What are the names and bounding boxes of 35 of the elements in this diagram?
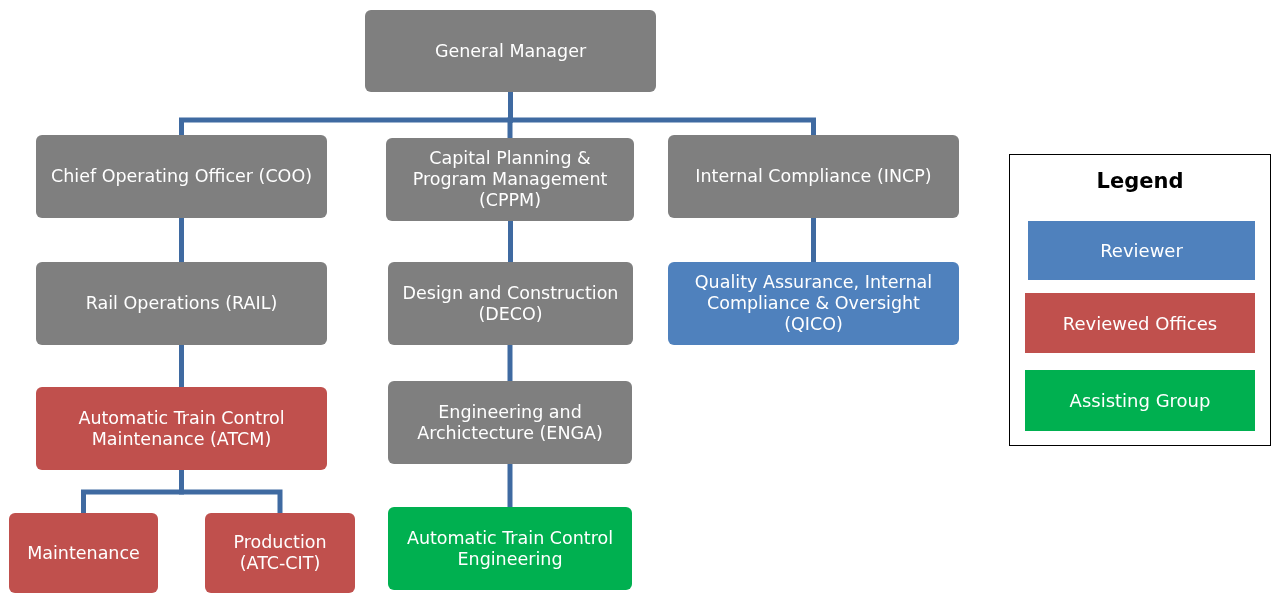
org-title: Maintenance bbox=[27, 542, 140, 564]
org-box bbox=[9, 513, 158, 593]
org-box bbox=[388, 381, 632, 464]
org-title: Capital Planning & Program Management (CPPM) bbox=[411, 148, 609, 211]
org-title: Design and Construction (DECO) bbox=[401, 282, 620, 325]
org-box bbox=[365, 10, 656, 92]
org-title: Automatic Train Control Maintenance (ATCM) bbox=[77, 407, 286, 450]
connector-line bbox=[508, 221, 513, 262]
legend-text: Assisting Group bbox=[1069, 390, 1211, 411]
org-box bbox=[388, 507, 632, 590]
org-title: Automatic Train Control Engineering bbox=[405, 527, 615, 570]
connector-line bbox=[811, 218, 816, 262]
org-box bbox=[205, 513, 355, 593]
org-box bbox=[668, 262, 959, 345]
org-title: Internal Compliance (INCP) bbox=[695, 166, 932, 187]
org-title: Production (ATC-CIT) bbox=[232, 532, 328, 574]
connector-line bbox=[179, 345, 184, 387]
org-title: Rail Operations (RAIL) bbox=[85, 293, 278, 314]
org-box bbox=[36, 135, 327, 218]
org-title: General Manager bbox=[434, 40, 587, 62]
legend-text: Reviewer bbox=[1100, 240, 1183, 261]
org-box bbox=[668, 135, 959, 218]
legend-title: Legend bbox=[1095, 169, 1185, 193]
connector-line bbox=[179, 470, 283, 513]
legend-text: Reviewed Offices bbox=[1062, 312, 1218, 334]
org-box bbox=[36, 387, 327, 470]
org-title: Engineering and Archictecture (ENGA) bbox=[416, 401, 604, 444]
org-title: Chief Operating Officer (COO) bbox=[51, 166, 312, 187]
org-box bbox=[36, 262, 327, 345]
connector-line bbox=[507, 464, 513, 507]
org-box bbox=[388, 262, 633, 345]
org-box bbox=[386, 138, 634, 221]
org-title: Quality Assurance, Internal Compliance & Oversight (QICO) bbox=[693, 272, 934, 335]
connector-line bbox=[507, 345, 513, 381]
connector-line bbox=[179, 218, 184, 262]
